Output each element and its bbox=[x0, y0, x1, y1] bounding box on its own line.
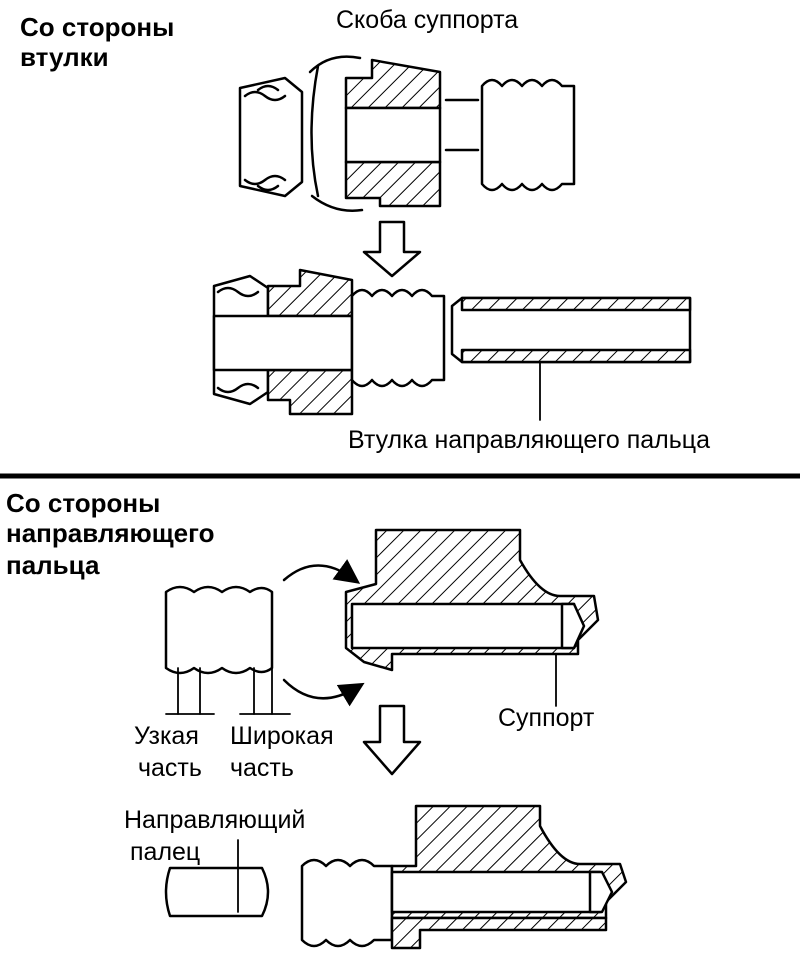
bottom-heading-line-1: Со стороны bbox=[6, 488, 161, 518]
wide-part-label-line-1: Широкая bbox=[230, 722, 334, 750]
bottom-assembled-view bbox=[300, 804, 628, 950]
guide-pin-label-line-1: Направляющий bbox=[124, 806, 306, 834]
bottom-guide-pin bbox=[164, 839, 270, 918]
narrow-part-label-line-1: Узкая bbox=[134, 722, 199, 750]
bottom-down-arrow bbox=[362, 704, 422, 776]
top-fit-arc-upper bbox=[308, 55, 362, 74]
top-assembled-view bbox=[212, 268, 692, 421]
top-heading-line-1: Со стороны bbox=[20, 12, 175, 42]
caliper-bracket-label: Скоба суппорта bbox=[336, 6, 519, 34]
bottom-heading-line-3: пальца bbox=[6, 550, 100, 580]
bottom-caliper-body bbox=[344, 528, 600, 707]
narrow-part-label-line-2: часть bbox=[138, 754, 202, 782]
top-boot-cap bbox=[238, 76, 304, 198]
top-caliper-bracket bbox=[344, 58, 442, 208]
guide-pin-sleeve-label: Втулка направляющего пальца bbox=[348, 426, 710, 454]
top-fit-arc-left bbox=[310, 64, 320, 198]
top-boot-bellows bbox=[480, 78, 576, 192]
top-heading-line-2: втулки bbox=[20, 42, 109, 72]
guide-pin-label-line-2: палец bbox=[130, 838, 201, 866]
bottom-fit-arrow-upper bbox=[282, 559, 361, 584]
bottom-fit-arrow-lower bbox=[282, 678, 365, 707]
bottom-boot bbox=[164, 585, 291, 715]
wide-part-label-line-2: часть bbox=[230, 754, 294, 782]
top-fit-arc-lower bbox=[310, 194, 364, 212]
bottom-heading-line-2: направляющего bbox=[6, 518, 215, 548]
top-down-arrow bbox=[362, 220, 422, 278]
caliper-label: Суппорт bbox=[498, 704, 595, 732]
